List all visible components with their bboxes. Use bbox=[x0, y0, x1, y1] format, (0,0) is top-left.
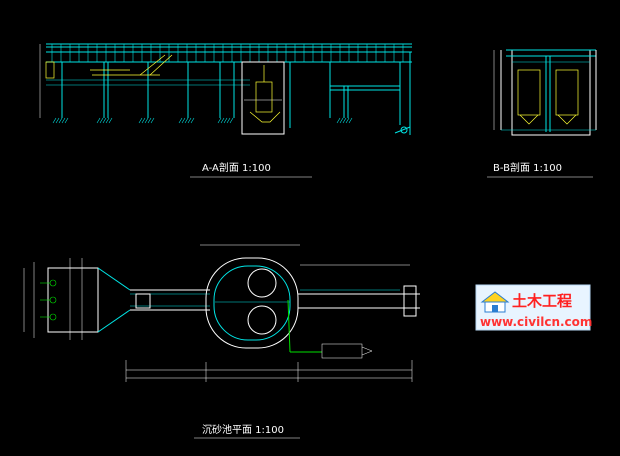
ground-hatch bbox=[184, 117, 189, 124]
watermark-url: www.civilcn.com bbox=[480, 315, 592, 329]
ground-hatch bbox=[345, 117, 350, 124]
ground-hatch bbox=[339, 117, 344, 124]
ground-hatch bbox=[55, 117, 60, 124]
ground-hatch bbox=[144, 117, 149, 124]
ground-hatch bbox=[105, 117, 110, 124]
ground-hatch bbox=[187, 117, 192, 124]
ground-hatch bbox=[102, 117, 107, 124]
ground-hatch bbox=[108, 117, 113, 124]
section-bb-drawing bbox=[493, 49, 597, 136]
ground-hatch bbox=[58, 117, 63, 124]
ground-hatch bbox=[61, 117, 66, 124]
ground-hatch bbox=[64, 117, 69, 124]
ground-hatch bbox=[217, 117, 222, 124]
ground-hatch bbox=[223, 117, 228, 124]
section-bb-title: B-B剖面 1:100 bbox=[493, 161, 562, 174]
plan-title: 沉砂池平面 1:100 bbox=[202, 423, 284, 436]
section-aa-title: A-A剖面 1:100 bbox=[202, 161, 271, 174]
ground-hatch bbox=[190, 117, 195, 124]
watermark-cn-text: 土木工程 bbox=[512, 292, 572, 310]
watermark-logo: 土木工程 www.civilcn.com bbox=[475, 284, 592, 331]
ground-hatch bbox=[342, 117, 347, 124]
ground-hatch bbox=[138, 117, 143, 124]
ground-hatch bbox=[336, 117, 341, 124]
ground-hatch bbox=[96, 117, 101, 124]
ground-hatch bbox=[181, 117, 186, 124]
ground-hatch bbox=[226, 117, 231, 124]
ground-hatch bbox=[229, 117, 234, 124]
ground-hatch bbox=[220, 117, 225, 124]
ground-hatch bbox=[52, 117, 57, 124]
ground-hatch bbox=[348, 117, 353, 124]
house-icon bbox=[480, 291, 510, 313]
section-aa-drawing bbox=[39, 43, 412, 135]
ground-hatch bbox=[99, 117, 104, 124]
ground-hatch bbox=[141, 117, 146, 124]
plan-drawing bbox=[23, 244, 420, 382]
ground-hatch bbox=[150, 117, 155, 124]
ground-hatch bbox=[178, 117, 183, 124]
ground-hatch bbox=[147, 117, 152, 124]
